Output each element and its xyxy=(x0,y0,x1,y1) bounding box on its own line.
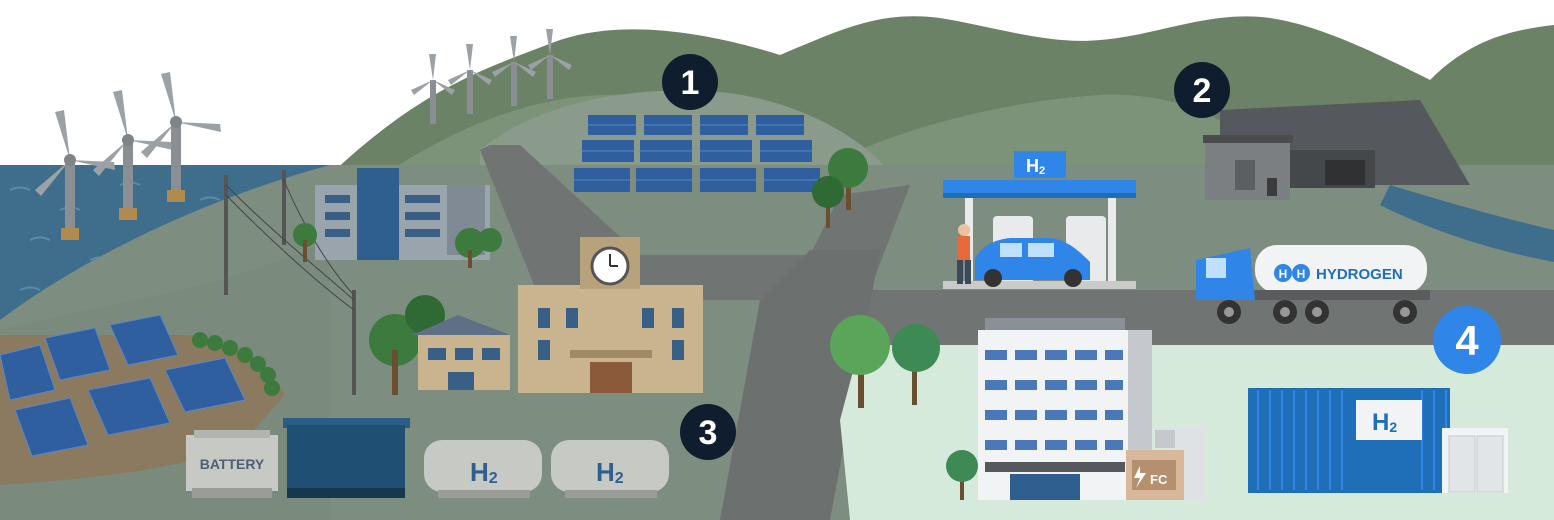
truck-brand-label: HYDROGEN xyxy=(1316,266,1403,283)
marker-4[interactable]: 4 xyxy=(1433,306,1501,374)
trees-hill xyxy=(812,148,868,228)
truck-logo-icon-2: H xyxy=(1297,267,1306,281)
h2-icon: H2 xyxy=(1026,156,1045,177)
office-building-left xyxy=(315,168,490,260)
trees-office xyxy=(293,223,502,268)
wind-turbine-icon xyxy=(35,110,115,240)
hydrogen-truck: H H HYDROGEN xyxy=(1196,245,1430,324)
house xyxy=(412,315,510,390)
solar-panel-icon xyxy=(0,344,56,401)
road-vertical xyxy=(720,250,880,520)
fuel-cell-unit: FC xyxy=(1126,450,1184,500)
solar-field xyxy=(0,314,246,457)
solar-farm-hill xyxy=(574,115,820,192)
h2-tank-2: H2 xyxy=(551,440,669,498)
marker-3[interactable]: 3 xyxy=(680,404,736,460)
shrubs xyxy=(192,332,280,396)
wind-turbine-icon xyxy=(141,72,221,202)
h2-icon: H2 xyxy=(1372,409,1397,436)
wind-turbine-icon xyxy=(528,29,572,99)
battery-unit: BATTERY xyxy=(186,430,278,498)
h2-tank-1: H2 xyxy=(424,440,542,498)
mountain-wind-farm xyxy=(411,29,572,124)
utility-poles xyxy=(224,170,356,395)
battery-label: BATTERY xyxy=(200,456,265,472)
h2-icon: H2 xyxy=(596,457,624,487)
power-plant xyxy=(1203,100,1470,200)
offshore-wind-farm xyxy=(35,72,221,240)
marker-2[interactable]: 2 xyxy=(1174,62,1230,118)
solar-panel-icon xyxy=(87,377,171,436)
solar-panel-icon xyxy=(44,327,111,381)
trees-city xyxy=(830,315,940,408)
solar-panel-icon xyxy=(164,357,246,413)
solar-panel-icon xyxy=(14,397,89,457)
storage-container xyxy=(283,418,410,498)
lightning-icon xyxy=(1134,466,1146,488)
svg-text:4: 4 xyxy=(1455,317,1479,364)
solar-panel-icon xyxy=(109,314,179,366)
wind-turbine-icon xyxy=(93,90,173,220)
tree-tower xyxy=(946,450,978,500)
wind-turbine-icon xyxy=(448,44,492,114)
svg-text:3: 3 xyxy=(699,414,718,452)
svg-text:1: 1 xyxy=(681,64,700,102)
hydrogen-station: H2 xyxy=(943,151,1136,289)
wind-turbine-icon xyxy=(411,54,455,124)
truck-logo-icon-1: H xyxy=(1279,267,1288,281)
h2-icon: H2 xyxy=(470,457,498,487)
river xyxy=(1380,185,1554,262)
marker-1[interactable]: 1 xyxy=(662,54,718,110)
town-hall xyxy=(518,237,703,393)
wind-turbine-icon xyxy=(492,36,536,106)
fc-label: FC xyxy=(1150,472,1168,487)
svg-text:2: 2 xyxy=(1193,72,1212,110)
h2-container: H2 xyxy=(1248,388,1508,493)
